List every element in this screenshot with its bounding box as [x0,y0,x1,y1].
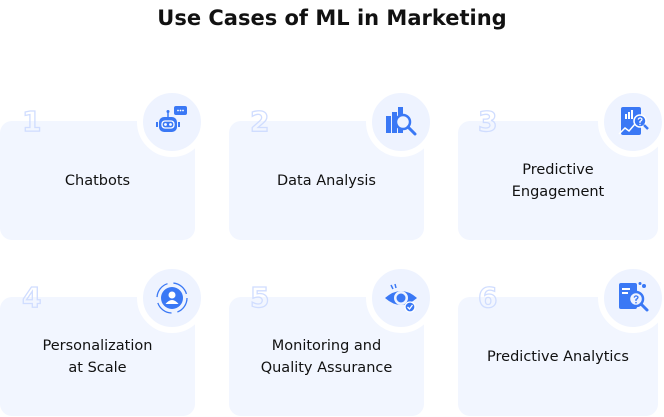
page-title: Use Cases of ML in Marketing [157,6,507,30]
card-label: Predictive Engagement [511,161,605,200]
step-number: 6 [477,281,498,314]
card-label: Personalization at Scale [42,337,153,376]
card-label: Predictive Analytics [487,348,629,365]
robot-chat-icon [137,87,207,157]
card-label: Chatbots [64,172,131,189]
card-label: Data Analysis [277,172,376,189]
chart-magnifier-icon [366,87,436,157]
report-question-icon [598,87,664,157]
eye-check-icon [366,263,436,333]
step-number: 4 [21,281,42,314]
step-number: 5 [249,281,270,314]
document-search-icon [598,263,664,333]
use-case-card-predictive-engagement: Predictive Engagement [458,121,658,240]
step-number: 3 [477,105,498,138]
user-cycle-icon [137,263,207,333]
step-number: 2 [249,105,270,138]
card-label: Monitoring and Quality Assurance [260,337,393,376]
step-number: 1 [21,105,42,138]
